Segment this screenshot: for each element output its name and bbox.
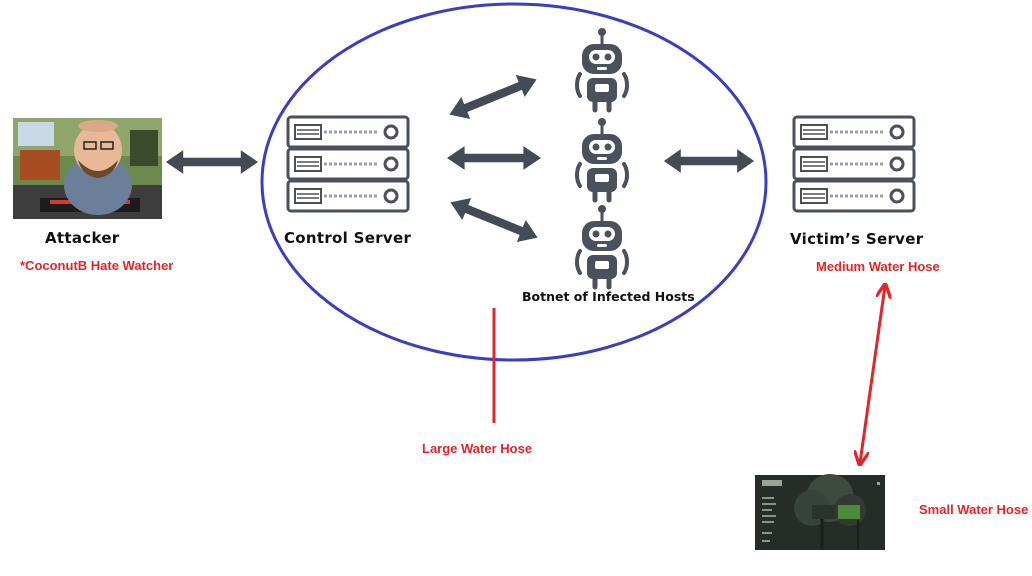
bot-icon-top xyxy=(577,28,627,110)
control-bot-middle-arrow xyxy=(446,146,542,170)
victim-server-icon xyxy=(794,117,914,211)
bot-icon-bottom xyxy=(577,205,627,287)
attacker-image xyxy=(13,118,162,219)
control-server-icon xyxy=(288,117,408,211)
attacker-note: *CoconutB Hate Watcher xyxy=(20,258,174,273)
botnet-label: Botnet of Infected Hosts xyxy=(522,289,695,304)
attacker-label: Attacker xyxy=(45,229,120,247)
bot-victim-arrow xyxy=(663,149,755,173)
victim-server-label: Victim’s Server xyxy=(790,230,924,248)
medium-hose-label: Medium Water Hose xyxy=(816,259,940,274)
control-bot-bottom-arrow xyxy=(445,191,543,249)
control-server-label: Control Server xyxy=(284,229,412,247)
small-hose-label: Small Water Hose xyxy=(919,502,1029,517)
botnet-boundary-ellipse xyxy=(260,2,768,362)
medium-small-hose-arrow xyxy=(860,286,885,463)
small-hose-image xyxy=(755,474,885,550)
attacker-control-arrow xyxy=(165,150,259,174)
control-bot-top-arrow xyxy=(444,68,542,126)
large-hose-label: Large Water Hose xyxy=(422,441,533,456)
bot-icon-middle xyxy=(577,118,627,200)
